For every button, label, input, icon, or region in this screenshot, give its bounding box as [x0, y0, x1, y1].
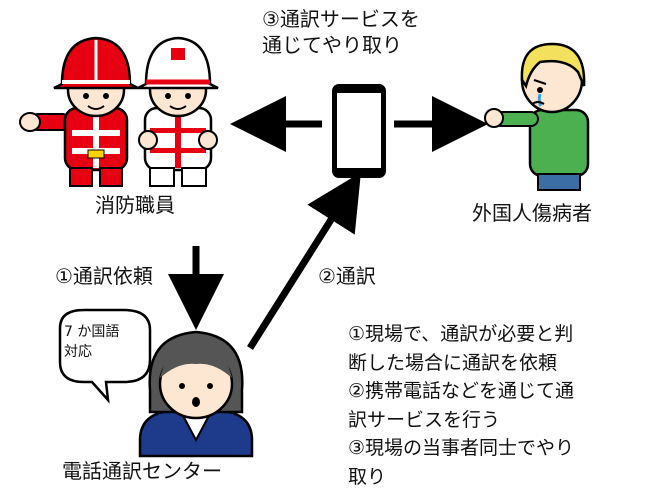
step2-label: ②通訳: [318, 264, 376, 288]
notes-line: 取り: [348, 465, 387, 488]
arrow-center-to-phone: [247, 172, 361, 350]
speech-bubble: [58, 308, 152, 404]
step1-label: ①通訳依頼: [55, 264, 153, 288]
notes-line: ③現場の当事者同士でやり: [348, 437, 575, 459]
notes-line: ②携帯電話などを通じて通: [348, 380, 575, 402]
bubble-text-line-2: 対応: [64, 344, 92, 360]
notes-line: 訳サービスを行う: [348, 408, 501, 431]
firefighters-label: 消防職員: [95, 193, 175, 217]
center-label: 電話通訳センター: [62, 459, 222, 483]
step3-label-line-2: 通じてやり取り: [262, 33, 402, 57]
notes-line: 断した場合に通訳を依頼: [348, 351, 558, 374]
step3-label-line-1: ③通訳サービスを: [262, 7, 420, 31]
bubble-text-line-1: 7 か国語: [64, 324, 120, 340]
notes-block: ①現場で、通訳が必要と判 断した場合に通訳を依頼 ②携帯電話などを通じて通 訳サ…: [348, 320, 574, 491]
notes-line: ①現場で、通訳が必要と判: [348, 323, 574, 345]
smartphone-icon: [332, 84, 386, 178]
foreign-patient-icon: [484, 42, 590, 191]
firefighter-white-icon: [137, 36, 219, 187]
step3-label: ③通訳サービスを 通じてやり取り: [262, 6, 420, 58]
bubble-text: 7 か国語 対応: [64, 322, 119, 362]
firefighter-red-icon: [19, 36, 139, 187]
patient-label: 外国人傷病者: [472, 201, 592, 225]
operator-icon: [138, 330, 254, 458]
